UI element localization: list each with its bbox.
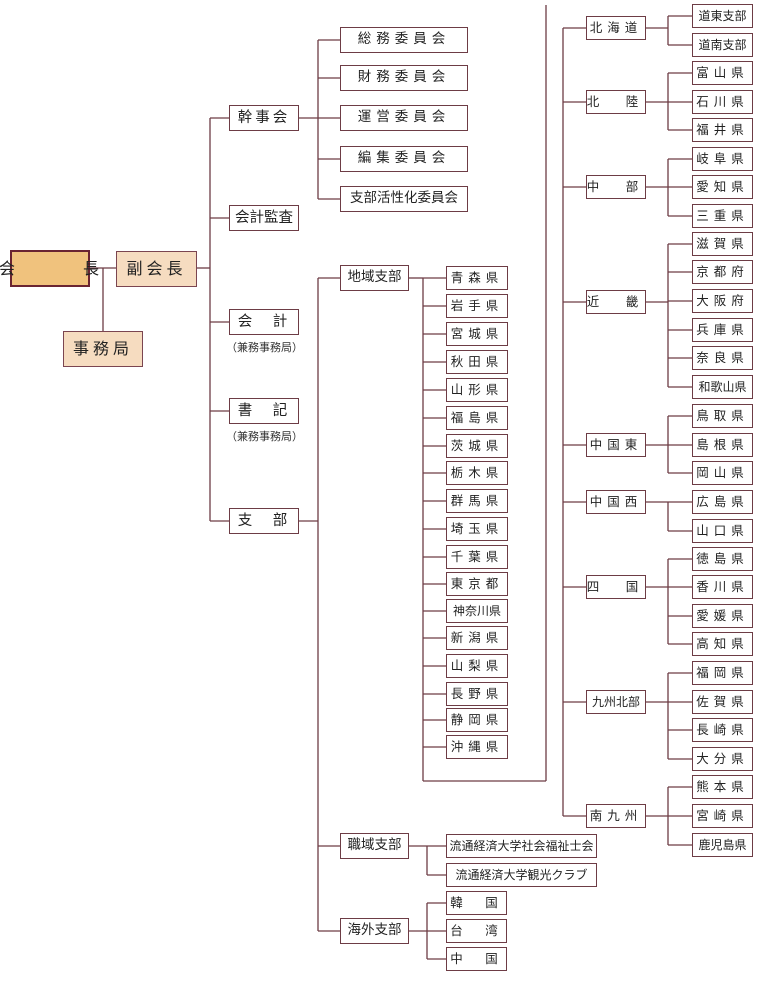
region-hokkaido: 北海道	[586, 16, 646, 40]
treasurer-note: （兼務事務局）	[226, 341, 303, 354]
region-kyushu-north: 九州北部	[586, 690, 646, 714]
auditor-box: 会計監査	[229, 205, 299, 231]
region-chugoku-east: 中国東	[586, 433, 646, 457]
pref-tokyo: 東京都	[446, 572, 508, 596]
committee-shibu-kasseika: 支部活性化委員会	[340, 186, 468, 212]
committee-henshu: 編集委員会	[340, 146, 468, 172]
member-aichi: 愛知県	[692, 175, 753, 199]
committee-zaimu: 財務委員会	[340, 65, 468, 91]
pref-tochigi: 栃木県	[446, 461, 508, 485]
region-chubu: 中 部	[586, 175, 646, 199]
member-hyogo: 兵庫県	[692, 318, 753, 342]
pref-shizuoka: 静岡県	[446, 708, 508, 732]
member-miyazaki: 宮崎県	[692, 804, 753, 828]
vice-president-box: 副会長	[116, 251, 197, 287]
pref-kanagawa: 神奈川県	[446, 599, 508, 623]
pref-akita: 秋田県	[446, 350, 508, 374]
member-wakayama: 和歌山県	[692, 375, 753, 399]
member-yamaguchi: 山口県	[692, 519, 753, 543]
pref-iwate: 岩手県	[446, 294, 508, 318]
secretariat-box: 事務局	[63, 331, 143, 367]
member-tottori: 鳥取県	[692, 404, 753, 428]
pref-miyagi: 宮城県	[446, 322, 508, 346]
pref-gunma: 群馬県	[446, 489, 508, 513]
pref-ibaraki: 茨城県	[446, 434, 508, 458]
member-osaka: 大阪府	[692, 289, 753, 313]
pref-okinawa: 沖縄県	[446, 735, 508, 759]
overseas-taiwan: 台 湾	[446, 919, 507, 943]
member-fukui: 福井県	[692, 118, 753, 142]
member-shiga: 滋賀県	[692, 232, 753, 256]
overseas-korea: 韓 国	[446, 891, 507, 915]
member-saga: 佐賀県	[692, 690, 753, 714]
member-shimane: 島根県	[692, 433, 753, 457]
member-kagoshima: 鹿児島県	[692, 833, 753, 857]
clerk-box: 書 記	[229, 398, 299, 424]
member-hiroshima: 広島県	[692, 490, 753, 514]
workplace-social-welfare: 流通経済大学社会福祉士会	[446, 834, 597, 858]
member-fukuoka: 福岡県	[692, 661, 753, 685]
member-kumamoto: 熊本県	[692, 775, 753, 799]
overseas-china: 中 国	[446, 947, 507, 971]
member-okayama: 岡山県	[692, 461, 753, 485]
workplace-tourism-club: 流通経済大学観光クラブ	[446, 863, 597, 887]
pref-aomori: 青森県	[446, 266, 508, 290]
branches-box: 支 部	[229, 508, 299, 534]
region-minami-kyushu: 南九州	[586, 804, 646, 828]
region-hokuriku: 北 陸	[586, 90, 646, 114]
pref-yamanashi: 山梨県	[446, 654, 508, 678]
member-tokushima: 徳島県	[692, 547, 753, 571]
member-nagasaki: 長崎県	[692, 718, 753, 742]
pref-yamagata: 山形県	[446, 378, 508, 402]
region-shikoku: 四 国	[586, 575, 646, 599]
regional-branch-box: 地域支部	[340, 265, 409, 291]
member-ehime: 愛媛県	[692, 604, 753, 628]
member-kochi: 高知県	[692, 632, 753, 656]
overseas-branch-box: 海外支部	[340, 918, 409, 944]
committee-soumu: 総務委員会	[340, 27, 468, 53]
member-oita: 大分県	[692, 747, 753, 771]
pref-fukushima: 福島県	[446, 406, 508, 430]
member-toyama: 富山県	[692, 61, 753, 85]
pref-chiba: 千葉県	[446, 545, 508, 569]
member-doto: 道東支部	[692, 4, 753, 28]
clerk-note: （兼務事務局）	[226, 430, 303, 443]
region-chugoku-west: 中国西	[586, 490, 646, 514]
pref-nagano: 長野県	[446, 682, 508, 706]
member-kyoto: 京都府	[692, 260, 753, 284]
member-kagawa: 香川県	[692, 575, 753, 599]
member-nara: 奈良県	[692, 346, 753, 370]
pref-niigata: 新潟県	[446, 626, 508, 650]
committee-unei: 運営委員会	[340, 105, 468, 131]
region-kinki: 近 畿	[586, 290, 646, 314]
member-gifu: 岐阜県	[692, 147, 753, 171]
member-mie: 三重県	[692, 204, 753, 228]
kanjikai-box: 幹事会	[229, 105, 299, 131]
treasurer-box: 会 計	[229, 309, 299, 335]
pref-saitama: 埼玉県	[446, 517, 508, 541]
member-donan: 道南支部	[692, 33, 753, 57]
member-ishikawa: 石川県	[692, 90, 753, 114]
workplace-branch-box: 職域支部	[340, 833, 409, 859]
president-box: 会 長	[0, 250, 99, 287]
